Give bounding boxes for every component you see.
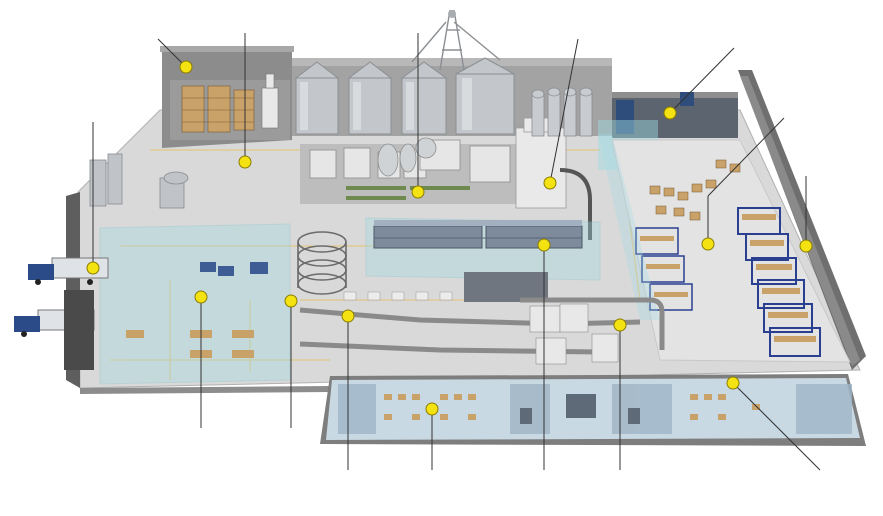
marker-receiving-area[interactable] bbox=[194, 290, 208, 304]
marker-conveyor-junction[interactable] bbox=[613, 318, 627, 332]
marker-control-room[interactable] bbox=[726, 376, 740, 390]
packaging-line bbox=[299, 272, 665, 365]
marker-spiral-conveyor[interactable] bbox=[284, 294, 298, 308]
markers bbox=[86, 60, 813, 416]
spiral-conveyor bbox=[297, 231, 347, 295]
marker-truck-loading[interactable] bbox=[86, 261, 100, 275]
intake-area bbox=[89, 153, 268, 358]
marker-finished-goods-racking[interactable] bbox=[799, 239, 813, 253]
processing-equipment bbox=[300, 117, 592, 240]
silos bbox=[294, 9, 515, 135]
warehouse-floor bbox=[611, 139, 851, 363]
marker-packaging-line[interactable] bbox=[341, 309, 355, 323]
callout-lines bbox=[92, 33, 821, 471]
marker-silos-processing[interactable] bbox=[543, 176, 557, 190]
back-wall-storage-top bbox=[160, 46, 294, 52]
raw-material-store bbox=[170, 73, 290, 140]
marker-feed-hoppers[interactable] bbox=[238, 155, 252, 169]
oven-line bbox=[373, 220, 583, 249]
back-wall-middle-band bbox=[292, 58, 612, 66]
callout-line bbox=[669, 47, 735, 114]
callout-line bbox=[157, 38, 187, 68]
marker-tank-area[interactable] bbox=[701, 237, 715, 251]
finished-goods-racking bbox=[635, 207, 821, 357]
callout-line bbox=[549, 38, 579, 184]
marker-raw-material-store[interactable] bbox=[179, 60, 193, 74]
callout-line bbox=[707, 117, 785, 197]
tank-area bbox=[531, 87, 593, 137]
right-wall-face bbox=[740, 76, 860, 366]
marker-mixing-area[interactable] bbox=[411, 185, 425, 199]
glass-zone-warehouse bbox=[598, 134, 660, 320]
callout-line bbox=[732, 382, 821, 471]
front-edge bbox=[80, 386, 330, 394]
marker-oven-line[interactable] bbox=[537, 238, 551, 252]
marker-shipping-dock[interactable] bbox=[663, 106, 677, 120]
office-wing bbox=[320, 374, 866, 446]
marker-office-area[interactable] bbox=[425, 402, 439, 416]
glass-zone-left bbox=[99, 223, 291, 385]
trucks bbox=[14, 257, 109, 370]
